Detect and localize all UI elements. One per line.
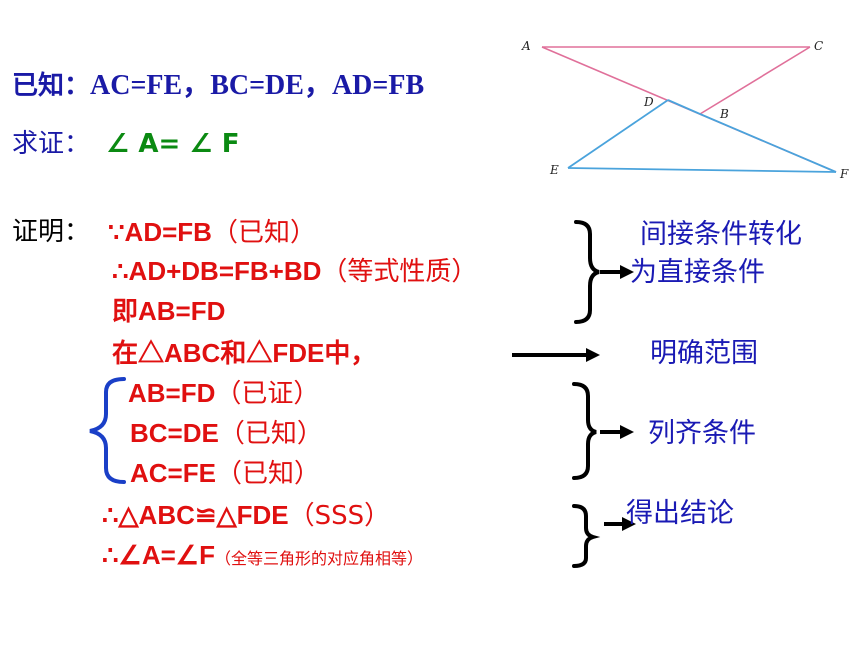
proof-step: ∴AD+DB=FB+BD（等式性质） [112,256,478,287]
segment-cb [699,46,811,115]
prove-goal: ∠ A= ∠ F [106,129,240,159]
given-label: 已知： [12,71,91,101]
proof-step: AB=FD（已证） [128,378,320,409]
prove-label: 求证： [12,129,91,159]
proof-step: ∴△ABC≌△FDE（SSS） [102,500,391,531]
annotation-indirect-1: 间接条件转化 [640,219,802,250]
proof-step: ∴∠A=∠F（全等三角形的对应角相等） [102,540,424,570]
given-text: AC=FE，BC=DE，AD=FB [90,70,425,101]
point-label-a: A [521,39,531,53]
right-brace-2 [572,382,597,480]
point-label-f: F [839,167,849,181]
arrow-to-scope [512,348,600,362]
annotation-indirect-2: 为直接条件 [630,257,765,288]
proof-step: 即AB=FD [112,296,226,326]
arrow-to-conclude [604,517,636,531]
proof-label: 证明： [12,217,91,247]
annotation-scope: 明确范围 [650,338,758,369]
segment-bf [699,113,837,173]
point-label-d: D [643,95,654,109]
arrow-to-direct [600,265,634,279]
proof-step: 在△ABC和△FDE中， [112,338,377,368]
proof-step: ∵AD=FB（已知） [108,217,316,248]
right-brace-3 [572,504,601,568]
point-label-b: B [719,107,729,121]
segment-db [667,99,701,115]
point-label-e: E [549,163,559,177]
left-brace [89,377,126,484]
proof-step: BC=DE（已知） [130,418,323,449]
point-label-c: C [814,39,823,53]
annotation-list: 列齐条件 [648,418,756,449]
proof-step: AC=FE（已知） [130,458,320,489]
prove-line: 求证： ∠ A= ∠ F [12,131,239,157]
segment-ed [567,99,669,169]
right-brace-1 [574,220,600,324]
arrow-to-list [600,425,634,439]
given-line: 已知：AC=FE，BC=DE，AD=FB [12,72,424,100]
annotation-conclude: 得出结论 [626,498,734,529]
segment-ef [567,167,837,173]
